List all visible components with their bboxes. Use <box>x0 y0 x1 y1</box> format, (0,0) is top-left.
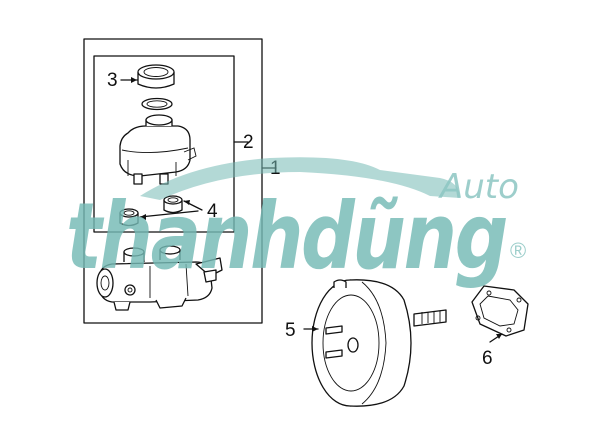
master-cylinder-icon <box>96 245 223 311</box>
reservoir-cap-icon <box>137 64 175 89</box>
grommet-lower-icon <box>119 208 139 227</box>
watermark-registered: ® <box>510 238 526 263</box>
car-swoosh-icon <box>140 157 460 200</box>
assembly-frame-outer <box>83 38 263 324</box>
callout-4: 4 <box>207 201 218 222</box>
grommet-upper-icon <box>163 195 183 214</box>
watermark: Auto thanhdũng ® <box>66 157 526 290</box>
callout-2: 2 <box>243 132 254 153</box>
callout-3: 3 <box>107 70 118 91</box>
watermark-tagline: Auto <box>438 167 519 207</box>
leader-lines <box>120 77 503 343</box>
brake-booster-icon <box>311 279 447 407</box>
reservoir-frame-inner <box>93 55 235 233</box>
reservoir-icon <box>119 114 197 185</box>
callout-5: 5 <box>285 320 296 341</box>
callout-6: 6 <box>482 348 493 369</box>
booster-gasket-icon <box>471 285 529 337</box>
watermark-brand: thanhdũng <box>66 183 506 290</box>
cap-seal-icon <box>141 97 173 111</box>
